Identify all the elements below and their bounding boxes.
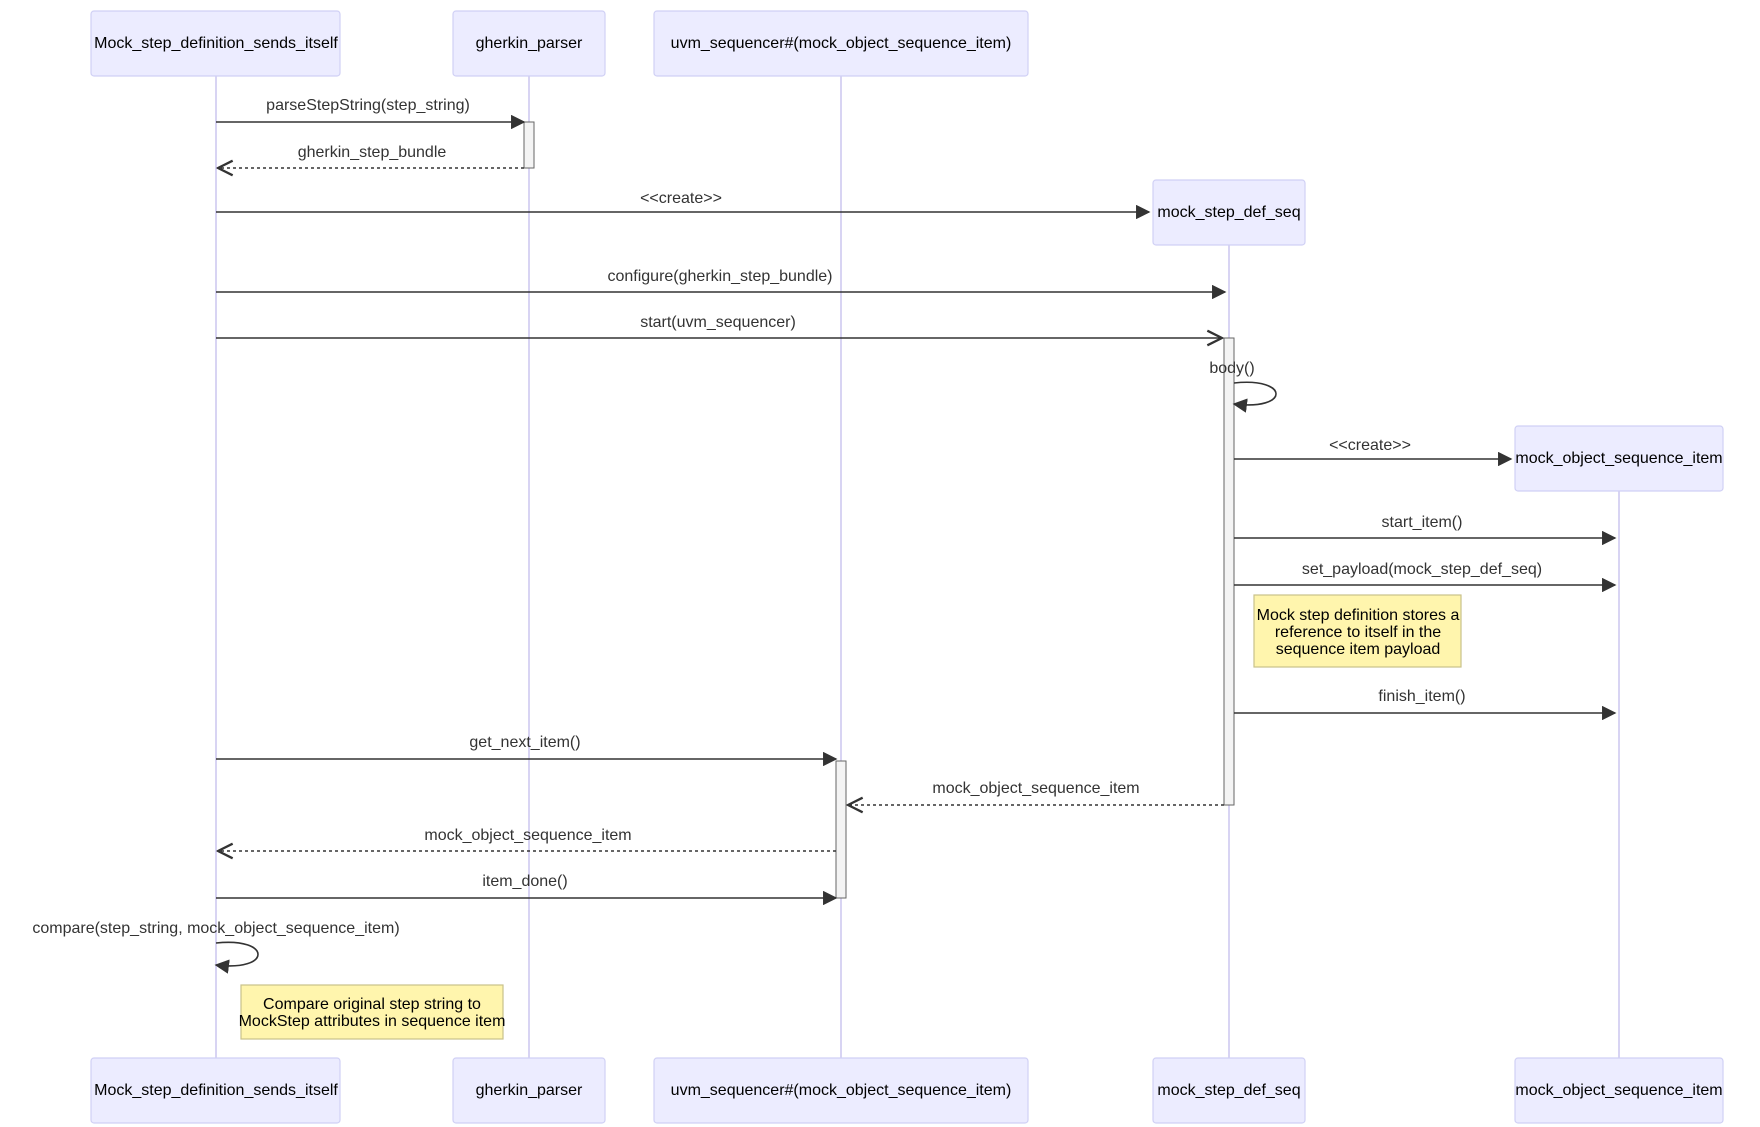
message-item-return-to-sequencer: mock_object_sequence_item: [848, 780, 1224, 805]
actor-bottom-mock-step-definition: Mock_step_definition_sends_itself: [90, 1057, 341, 1124]
message-label: start(uvm_sequencer): [640, 314, 796, 331]
message-label: gherkin_step_bundle: [298, 144, 447, 161]
message-label: start_item(): [1382, 514, 1463, 531]
actor-bottom-uvm-sequencer: uvm_sequencer#(mock_object_sequence_item…: [653, 1057, 1029, 1124]
actor-label: mock_step_def_seq: [1157, 1082, 1300, 1099]
message-label: body(): [1209, 360, 1254, 377]
message-finish-item: finish_item(): [1234, 688, 1617, 721]
message-label: mock_object_sequence_item: [424, 827, 631, 844]
note-line: Mock step definition stores a: [1257, 607, 1460, 624]
message-set-payload: set_payload(mock_step_def_seq): [1234, 561, 1617, 593]
message-label: parseStepString(step_string): [266, 97, 470, 114]
actor-bottom-mock-object-sequence-item: mock_object_sequence_item: [1514, 1057, 1724, 1124]
actor-label: Mock_step_definition_sends_itself: [94, 35, 338, 52]
message-label: configure(gherkin_step_bundle): [607, 268, 832, 285]
actor-created-mock-object-sequence-item: mock_object_sequence_item: [1514, 425, 1724, 492]
actor-label: mock_object_sequence_item: [1515, 450, 1722, 467]
actor-label: mock_object_sequence_item: [1515, 1082, 1722, 1099]
note-line: sequence item payload: [1276, 641, 1441, 658]
note-line: Compare original step string to: [263, 996, 481, 1013]
message-create-mock-object-sequence-item: <<create>>: [1234, 437, 1513, 467]
note-self-reference: Mock step definition stores a reference …: [1253, 594, 1462, 668]
message-body-self-call: body(): [1209, 360, 1277, 413]
message-label: get_next_item(): [469, 734, 580, 751]
message-start-uvm-sequencer: start(uvm_sequencer): [216, 314, 1222, 338]
actor-top-gherkin-parser: gherkin_parser: [452, 10, 606, 77]
activation-gherkin-parser: [523, 121, 535, 169]
message-start-item: start_item(): [1234, 514, 1617, 546]
message-label: finish_item(): [1378, 688, 1465, 705]
message-label: mock_object_sequence_item: [932, 780, 1139, 797]
message-item-done: item_done(): [216, 873, 838, 906]
actor-label: gherkin_parser: [476, 35, 583, 52]
message-configure: configure(gherkin_step_bundle): [216, 268, 1227, 300]
message-get-next-item: get_next_item(): [216, 734, 838, 767]
message-gherkin-step-bundle-return: gherkin_step_bundle: [218, 144, 524, 168]
actor-top-uvm-sequencer: uvm_sequencer#(mock_object_sequence_item…: [653, 10, 1029, 77]
note-compare: Compare original step string to MockStep…: [239, 984, 506, 1040]
actor-created-mock-step-def-seq: mock_step_def_seq: [1152, 179, 1306, 246]
actor-bottom-gherkin-parser: gherkin_parser: [452, 1057, 606, 1124]
actor-label: uvm_sequencer#(mock_object_sequence_item…: [671, 1082, 1012, 1099]
message-create-mock-step-def-seq: <<create>>: [216, 190, 1151, 220]
activation-mock-step-def-seq: [1223, 337, 1235, 806]
message-label: <<create>>: [640, 190, 722, 207]
message-label: item_done(): [482, 873, 567, 890]
actor-bottom-mock-step-def-seq: mock_step_def_seq: [1152, 1057, 1306, 1124]
actor-label: mock_step_def_seq: [1157, 204, 1300, 221]
message-item-return-to-step-definition: mock_object_sequence_item: [218, 827, 836, 851]
actor-label: gherkin_parser: [476, 1082, 583, 1099]
message-label: set_payload(mock_step_def_seq): [1302, 561, 1542, 578]
message-label: <<create>>: [1329, 437, 1411, 454]
actor-label: Mock_step_definition_sends_itself: [94, 1082, 338, 1099]
actor-label: uvm_sequencer#(mock_object_sequence_item…: [671, 35, 1012, 52]
message-label: compare(step_string, mock_object_sequenc…: [32, 920, 399, 937]
message-parse-step-string: parseStepString(step_string): [216, 97, 526, 130]
note-line: reference to itself in the: [1275, 624, 1441, 641]
actor-top-mock-step-definition: Mock_step_definition_sends_itself: [90, 10, 341, 77]
note-line: MockStep attributes in sequence item: [239, 1013, 506, 1030]
activation-uvm-sequencer: [835, 760, 847, 899]
message-compare-self-call: compare(step_string, mock_object_sequenc…: [32, 920, 400, 974]
